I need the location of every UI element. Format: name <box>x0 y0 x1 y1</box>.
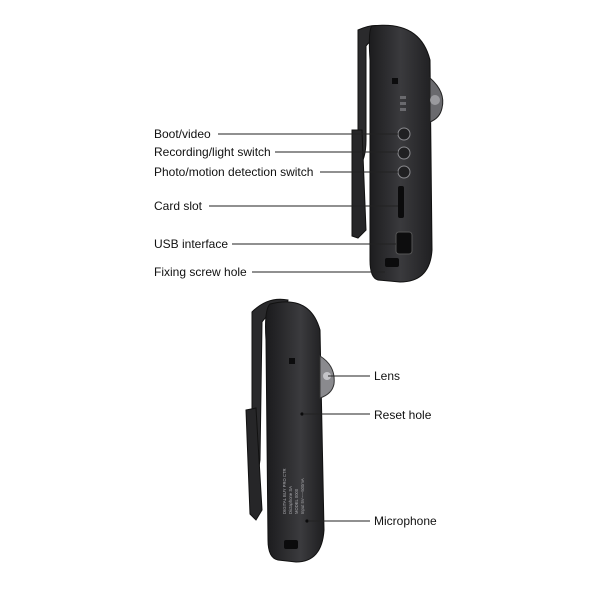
recording-switch-icon <box>397 146 411 160</box>
microphone-icon <box>305 519 309 523</box>
top-device-led-icon <box>400 102 406 105</box>
bottom-screw-hole-icon <box>284 540 298 549</box>
usb-port-icon <box>395 231 413 255</box>
top-device <box>351 24 444 283</box>
label-reset-hole: Reset hole <box>374 408 432 422</box>
label-recording-light-switch: Recording/light switch <box>154 145 271 159</box>
label-lens: Lens <box>374 369 401 383</box>
top-device-led-icon <box>400 108 406 111</box>
photo-switch-icon <box>397 165 411 179</box>
top-device-hole <box>392 78 398 84</box>
top-leader-lines <box>209 133 398 273</box>
top-device-led-icon <box>400 96 406 99</box>
card-slot-icon <box>398 186 404 218</box>
bottom-leader-lines <box>303 375 370 522</box>
bottom-device: DIGITAL BUY PRO CTR Dictaphone SA MODEL … <box>245 298 335 563</box>
label-microphone: Microphone <box>374 514 437 528</box>
label-card-slot: Card slot <box>154 199 203 213</box>
screw-hole-icon <box>385 258 399 267</box>
label-boot-video: Boot/video <box>154 127 211 141</box>
bottom-device-lens-icon <box>323 372 331 380</box>
bottom-device-hole <box>289 358 295 364</box>
top-device-lens-icon <box>430 95 440 105</box>
bottom-device-body <box>265 301 325 563</box>
reset-hole-icon <box>300 412 304 416</box>
spec-text-block: DIGITAL BUY PRO CTR Dictaphone SA MODEL … <box>282 468 305 514</box>
spec-text-line: Input 5V-----500mA <box>300 478 305 514</box>
label-usb-interface: USB interface <box>154 237 229 251</box>
top-device-clip-arm <box>351 129 367 239</box>
boot-video-button-icon <box>397 127 411 141</box>
spec-text-line: Dictaphone SA <box>288 486 293 514</box>
label-photo-motion-switch: Photo/motion detection switch <box>154 165 314 179</box>
bottom-device-clip-arm <box>245 407 263 521</box>
spec-text-line: MODEL 0000 <box>294 488 299 514</box>
label-fixing-screw-hole: Fixing screw hole <box>154 265 247 279</box>
spec-text-line: DIGITAL BUY PRO CTR <box>282 468 287 514</box>
